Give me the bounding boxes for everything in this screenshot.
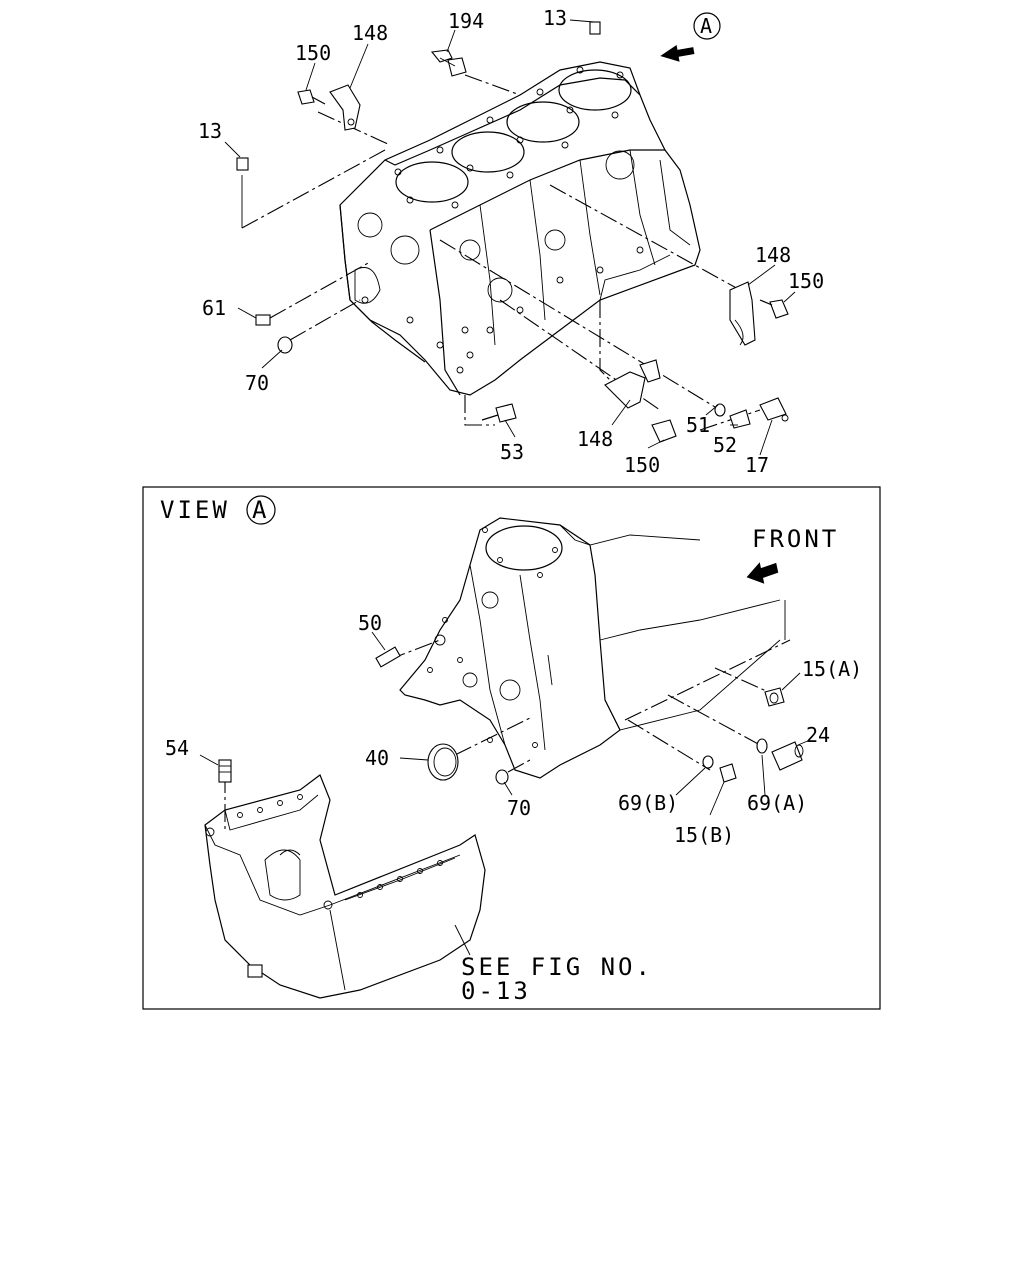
- part-148-top-bracket: [329, 84, 361, 131]
- view-marker-inset: A: [252, 496, 269, 524]
- part-148-right-bracket: [729, 281, 756, 346]
- view-a-arrow: [660, 12, 721, 62]
- label-148-top: 148: [352, 21, 388, 45]
- label-53: 53: [500, 440, 524, 464]
- label-70-top: 70: [245, 371, 269, 395]
- label-61: 61: [202, 296, 226, 320]
- view-marker-top: A: [700, 14, 712, 38]
- view-a-circle: [246, 495, 276, 525]
- assembly-lines-inset: [224, 600, 791, 830]
- label-40: 40: [365, 746, 389, 770]
- assembly-lines-top: [241, 74, 761, 431]
- part-70-plug: [277, 336, 293, 354]
- part-70-inset-plug: [495, 769, 509, 785]
- label-150-right: 150: [788, 269, 824, 293]
- front-arrow: [746, 562, 779, 584]
- lower-crankcase: [204, 774, 486, 999]
- part-150-right-bolt: [759, 299, 789, 319]
- label-24: 24: [806, 723, 830, 747]
- part-54-stud: [218, 759, 232, 783]
- label-148-bottom: 148: [577, 427, 613, 451]
- label-69a: 69(A): [747, 791, 807, 815]
- part-52-fitting: [729, 409, 751, 429]
- label-15b: 15(B): [674, 823, 734, 847]
- block-front-view: [399, 517, 781, 779]
- see-fig-line2: 0-13: [461, 977, 531, 1005]
- part-24-connector: [771, 741, 804, 771]
- part-148-bottom-bracket: [604, 359, 661, 409]
- part-13-left-nut: [236, 157, 249, 171]
- view-title: VIEW: [160, 496, 230, 524]
- part-50-pin: [375, 646, 401, 668]
- front-label: FRONT: [752, 525, 839, 553]
- label-leaders-top: [224, 19, 796, 456]
- part-13-top-nut: [589, 21, 601, 35]
- part-15b-plug: [719, 763, 737, 783]
- part-51-washer: [714, 403, 726, 417]
- part-15a-plug: [764, 687, 785, 707]
- label-15a: 15(A): [802, 657, 862, 681]
- label-52: 52: [713, 433, 737, 457]
- cylinder-block: [339, 61, 701, 396]
- part-69b-washer: [702, 755, 714, 769]
- label-150-bottom: 150: [624, 453, 660, 477]
- label-13-left: 13: [198, 119, 222, 143]
- part-69a-washer: [756, 738, 768, 754]
- view-a-frame: [142, 486, 881, 1010]
- label-70-inset: 70: [507, 796, 531, 820]
- label-50: 50: [358, 611, 382, 635]
- label-69b: 69(B): [618, 791, 678, 815]
- label-51: 51: [686, 413, 710, 437]
- see-fig-line1: SEE FIG NO.: [461, 953, 653, 981]
- label-150-top: 150: [295, 41, 331, 65]
- part-17-sensor: [759, 397, 789, 422]
- part-150-bottom-bolt: [651, 419, 677, 443]
- label-17: 17: [745, 453, 769, 477]
- label-54: 54: [165, 736, 189, 760]
- part-40-seal: [427, 743, 459, 781]
- label-194: 194: [448, 9, 484, 33]
- label-148-right: 148: [755, 243, 791, 267]
- label-13-top: 13: [543, 6, 567, 30]
- part-53-bolt: [481, 403, 517, 423]
- part-150-top-bolt: [297, 89, 326, 105]
- part-61-pin: [255, 314, 271, 326]
- part-194-bolt: [430, 49, 467, 77]
- label-leaders-inset: [199, 631, 811, 956]
